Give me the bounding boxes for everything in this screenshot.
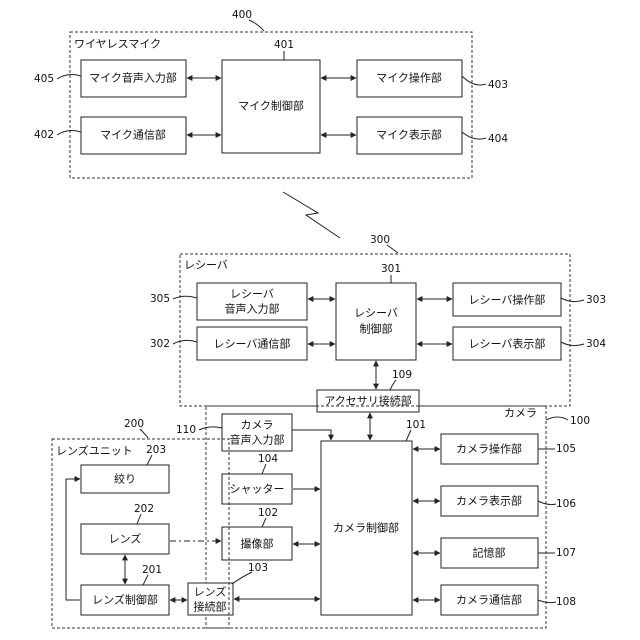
mic-comm-label: マイク通信部 — [100, 128, 166, 142]
lens-label: レンズ — [109, 532, 142, 546]
lens-ref-leader — [137, 514, 141, 524]
recv-control-label-1: レシーバ — [354, 307, 398, 320]
mic-control-ref: 401 — [274, 39, 294, 51]
recv-operation-ref-leader — [561, 298, 584, 302]
recv-comm-ref-leader — [173, 340, 197, 344]
storage-ref: 107 — [556, 547, 576, 559]
cam-control-ref: 101 — [406, 419, 426, 431]
accessory-conn-ref: 109 — [392, 369, 412, 381]
recv-audio-input-ref-leader — [173, 296, 197, 299]
accessory-conn-label: アクセサリ接続部 — [324, 394, 411, 408]
recv-display-ref: 304 — [586, 338, 606, 350]
cam-display-ref: 106 — [556, 498, 576, 510]
mic-operation-ref-leader — [462, 76, 486, 85]
mic-display-ref: 404 — [488, 133, 508, 145]
receiver-group-title: レシーバ — [184, 259, 228, 272]
mic-audio-input-ref-leader — [57, 75, 81, 79]
recv-operation-label: レシーバ操作部 — [469, 293, 546, 307]
imaging-ref: 102 — [258, 507, 278, 519]
cam-display-label: カメラ表示部 — [456, 494, 522, 508]
recv-control-ref: 301 — [381, 263, 401, 275]
cam-control-ref-leader — [406, 430, 411, 441]
imaging-ref-leader — [262, 518, 266, 527]
lens-control-ref-leader — [143, 575, 148, 585]
recv-operation-ref: 303 — [586, 294, 606, 306]
lens-unit-group-title: レンズユニット — [56, 444, 133, 458]
lens-conn-label-1: レンズ — [194, 585, 227, 599]
lens-conn-ref-leader — [232, 572, 252, 584]
aperture-ref: 203 — [146, 444, 166, 456]
cam-comm-ref: 108 — [556, 596, 576, 608]
cam-operation-label: カメラ操作部 — [456, 442, 522, 456]
lens-unit-ref-leader — [140, 429, 148, 438]
imaging-label: 撮像部 — [241, 537, 274, 551]
wireless-mic-group-ref: 400 — [232, 9, 252, 21]
cam-comm-label: カメラ通信部 — [456, 593, 522, 607]
mic-audio-input-label: マイク音声入力部 — [89, 71, 177, 85]
recv-audio-input-label-2: 音声入力部 — [225, 302, 280, 316]
mic-operation-ref: 403 — [488, 79, 508, 91]
camera-ref-leader — [546, 417, 568, 420]
lens-control-label: レンズ制御部 — [92, 593, 158, 607]
cam-display-ref-leader — [538, 501, 556, 505]
mic-operation-label: マイク操作部 — [376, 71, 442, 85]
recv-display-label: レシーバ表示部 — [469, 337, 546, 351]
recv-comm-label: レシーバ通信部 — [214, 337, 291, 351]
lens-control-to-aperture-arrow — [66, 479, 80, 600]
cam-audio-input-ref: 110 — [176, 424, 196, 436]
mic-display-ref-leader — [462, 132, 486, 139]
cam-audio-input-ref-leader — [199, 427, 222, 430]
shutter-ref: 104 — [258, 453, 278, 465]
receiver-group-ref: 300 — [370, 234, 390, 246]
storage-label: 記憶部 — [473, 546, 506, 560]
lens-control-ref: 201 — [142, 564, 162, 576]
mic-comm-ref: 402 — [34, 129, 54, 141]
mic-control-label: マイク制御部 — [238, 99, 304, 113]
shutter-ref-leader — [262, 464, 266, 474]
shutter-label: シャッター — [230, 483, 285, 496]
lens-unit-group-ref: 200 — [124, 418, 144, 430]
recv-display-ref-leader — [561, 342, 584, 346]
cam-comm-ref-leader — [538, 600, 556, 603]
aperture-ref-leader — [147, 455, 152, 465]
cam-control-label: カメラ制御部 — [333, 521, 399, 535]
cam-operation-ref: 105 — [556, 443, 576, 455]
wireless-mic-group-title: ワイヤレスマイク — [74, 38, 161, 51]
wireless-mic-ref-leader — [249, 20, 264, 31]
camera-group-ref: 100 — [570, 415, 590, 427]
mic-display-label: マイク表示部 — [376, 128, 442, 142]
lens-ref: 202 — [134, 503, 154, 515]
accessory-conn-ref-leader — [390, 380, 396, 390]
cam-audio-input-label-1: カメラ — [241, 419, 274, 432]
recv-audio-input-label-1: レシーバ — [230, 288, 274, 301]
mic-audio-input-ref: 405 — [34, 73, 54, 85]
recv-comm-ref: 302 — [150, 338, 170, 350]
wireless-link-icon — [283, 192, 340, 238]
lens-conn-label-2: 接続部 — [194, 600, 227, 614]
cam-audio-input-label-2: 音声入力部 — [230, 433, 285, 447]
recv-control-block — [336, 283, 416, 360]
cam-audio-to-control-arrow — [292, 430, 331, 440]
receiver-ref-leader — [387, 245, 398, 253]
recv-audio-input-ref: 305 — [150, 293, 170, 305]
camera-group-title: カメラ — [504, 407, 537, 420]
aperture-label: 絞り — [114, 472, 136, 486]
mic-comm-ref-leader — [57, 131, 81, 135]
recv-control-label-2: 制御部 — [360, 322, 393, 336]
